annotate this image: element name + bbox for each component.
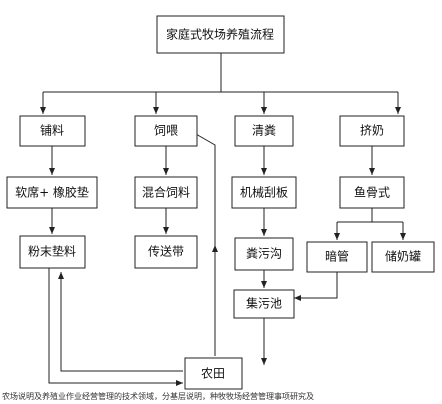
powder-bedding-label: 粉末垫料	[28, 244, 76, 259]
arrow-powder-to-farmland	[48, 268, 183, 386]
conveyor-label: 传送带	[148, 244, 184, 259]
arrow-pipe-to-pool	[294, 272, 338, 301]
milking-box	[339, 115, 405, 147]
herringbone-label: 鱼骨式	[354, 186, 390, 200]
milking-label: 挤奶	[360, 123, 384, 138]
arrow-farmland-to-powder	[58, 272, 183, 372]
farmland-label: 农田	[201, 367, 225, 381]
milk-tank-label: 储奶罐	[385, 249, 421, 264]
arrow-farmland-to-feeding	[188, 129, 216, 245]
collection-pool-box	[233, 289, 295, 319]
pipe-label: 暗管	[325, 249, 349, 264]
herringbone-box	[339, 176, 405, 209]
milk-tank-box	[371, 241, 435, 273]
manure-label: 清粪	[252, 124, 276, 138]
scraper-box	[231, 176, 297, 209]
bedding-box	[19, 115, 86, 147]
pipe-box	[306, 241, 368, 273]
mat-label: 软席+ 橡胶垫	[15, 185, 89, 200]
farmland-box	[184, 357, 243, 390]
collection-pool-label: 集污池	[246, 296, 282, 311]
bedding-label: 铺料	[40, 124, 64, 138]
bottom-caption: 农场说明及养殖业作业经营管理的技术领域，分基层说明，种牧牧场经营管理事项研究及	[2, 392, 314, 401]
powder-bedding-box	[19, 235, 86, 269]
feeding-box	[134, 115, 198, 147]
manure-ditch-box	[234, 237, 294, 271]
feeding-label: 饲喂	[154, 124, 178, 138]
mix-feed-label: 混合饲料	[142, 185, 190, 200]
conveyor-box	[134, 235, 198, 269]
title-label: 家庭式牧场养殖流程	[166, 27, 274, 42]
mat-box	[6, 176, 98, 209]
manure-ditch-label: 粪污沟	[246, 247, 282, 261]
manure-box	[234, 115, 294, 147]
scraper-label: 机械刮板	[240, 185, 288, 200]
mix-feed-box	[134, 176, 198, 209]
title-box	[156, 15, 285, 54]
